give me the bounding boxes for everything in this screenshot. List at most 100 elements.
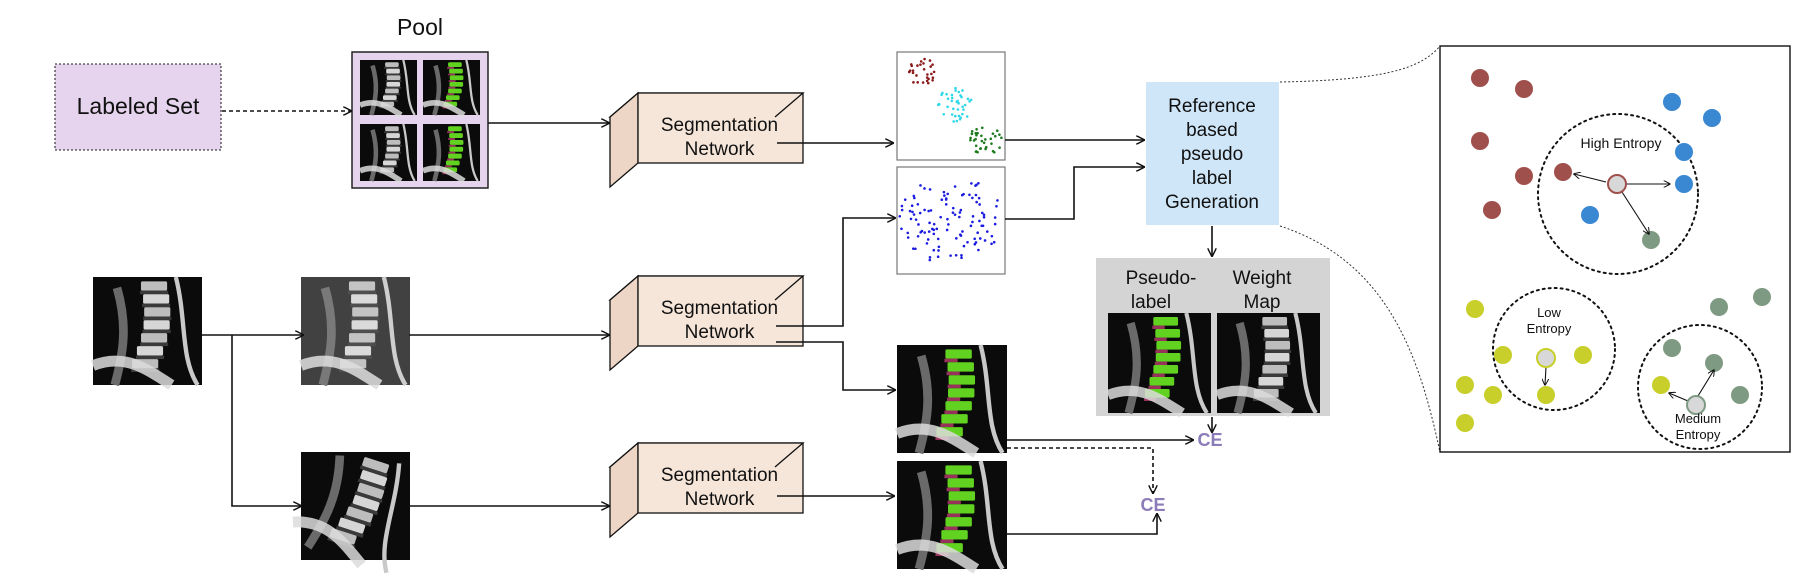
medium-entropy-query-point [1686, 395, 1706, 415]
embedding-point [984, 145, 988, 149]
embedding-point [959, 208, 963, 212]
cluster-point [1703, 109, 1721, 127]
high-entropy-link-red [1574, 174, 1607, 183]
cluster-point [1456, 376, 1474, 394]
embedding-point [952, 120, 955, 123]
embedding-point [974, 137, 977, 141]
embedding-point [935, 227, 939, 231]
embedding-point [927, 209, 930, 213]
low-entropy-region [1492, 287, 1616, 411]
embedding-point [916, 64, 919, 67]
medium-entropy-link-sage [1697, 370, 1714, 397]
embedding-point [942, 112, 946, 116]
arrow-pred2-to-ce2 [1007, 514, 1157, 535]
embedding-point [983, 239, 987, 242]
embedding-point [960, 253, 963, 257]
embedding-point [957, 102, 960, 105]
embedding-point [977, 196, 981, 200]
embedding-point [980, 211, 984, 215]
embedding-point [954, 253, 958, 257]
mri-spine-image [1215, 312, 1320, 418]
embedding-point [914, 218, 918, 221]
embedding-point [975, 133, 978, 137]
mri-spine-image [894, 344, 1007, 458]
mri-spine-image [358, 59, 417, 118]
cluster-point [1471, 69, 1489, 87]
ce-loss-label-2: CE [1140, 495, 1165, 515]
embedding-point [900, 204, 904, 208]
high-entropy-label: High Entropy [1581, 135, 1662, 151]
pseudo-label-title-1: Pseudo- [1126, 268, 1197, 289]
embedding-point [956, 108, 960, 111]
embedding-point [979, 147, 983, 150]
embedding-point [969, 136, 972, 140]
arrow-pred1-to-ce2-dashed [1007, 447, 1153, 493]
embedding-point [914, 247, 917, 251]
embedding-point [974, 144, 978, 148]
cluster-point [1574, 346, 1592, 364]
embedding-point [923, 57, 926, 61]
embedding-point [974, 193, 978, 197]
embedding-point [977, 248, 980, 252]
embedding-point [951, 211, 955, 214]
embedding-point [915, 74, 918, 77]
cluster-point [1515, 80, 1533, 98]
embedding-point [944, 198, 948, 201]
reference-pseudo-label-block: Reference based pseudo label Generation [1146, 82, 1279, 225]
augmented-mri-image-1 [298, 276, 410, 390]
embedding-point [961, 89, 964, 92]
embedding-point [950, 93, 954, 97]
embedding-point [970, 129, 974, 133]
labeled-set-label: Labeled Set [77, 93, 200, 119]
embedding-point [925, 242, 929, 245]
arrow-scatter2-to-reference [1005, 167, 1144, 220]
mri-spine-image [90, 276, 202, 390]
embedding-point [954, 114, 957, 118]
embedding-scatter-labeled [896, 51, 1006, 161]
arrow-branch-to-aug2 [231, 335, 301, 506]
embedding-point [955, 100, 959, 104]
embedding-point [909, 217, 913, 221]
embedding-point [989, 137, 993, 141]
segmentation-network-label-1: Segmentation [661, 298, 778, 319]
embedding-point [980, 126, 984, 130]
ce-loss-label-1: CE [1197, 430, 1222, 450]
embedding-point [950, 96, 954, 100]
embedding-point [929, 65, 932, 68]
embedding-point [919, 60, 923, 63]
embedding-point [907, 70, 911, 74]
high-entropy-link-sage [1621, 191, 1649, 234]
embedding-point [958, 215, 961, 219]
cluster-point [1494, 346, 1512, 364]
embedding-point [919, 184, 922, 187]
embedding-point [936, 255, 940, 259]
cluster-point [1466, 300, 1484, 318]
reference-line-3: pseudo [1181, 144, 1243, 165]
embedding-point [951, 107, 955, 111]
weight-map-title-1: Weight [1233, 268, 1293, 289]
embedding-point [976, 231, 979, 235]
embedding-point [929, 209, 933, 212]
embedding-point [911, 247, 915, 250]
embedding-point [977, 182, 980, 185]
embedding-point [993, 222, 997, 226]
embedding-point [981, 224, 985, 228]
low-entropy-query-point [1536, 348, 1556, 368]
embedding-point [910, 64, 914, 68]
embedding-point [940, 198, 944, 202]
cluster-point [1456, 414, 1474, 432]
embedding-point [932, 248, 936, 252]
embedding-point [926, 238, 930, 241]
weight-map-image [1215, 312, 1320, 418]
embedding-point [962, 244, 966, 248]
segmentation-network-label-2: Network [685, 489, 755, 510]
embedding-point [916, 202, 920, 206]
embedding-point [968, 193, 971, 197]
zoom-line-bottom [1279, 225, 1441, 453]
segmentation-network-label-1: Segmentation [661, 115, 778, 136]
medium-entropy-label-1: Medium [1675, 411, 1721, 426]
embedding-point [955, 119, 959, 123]
labeled-set-block: Labeled Set [54, 63, 222, 151]
